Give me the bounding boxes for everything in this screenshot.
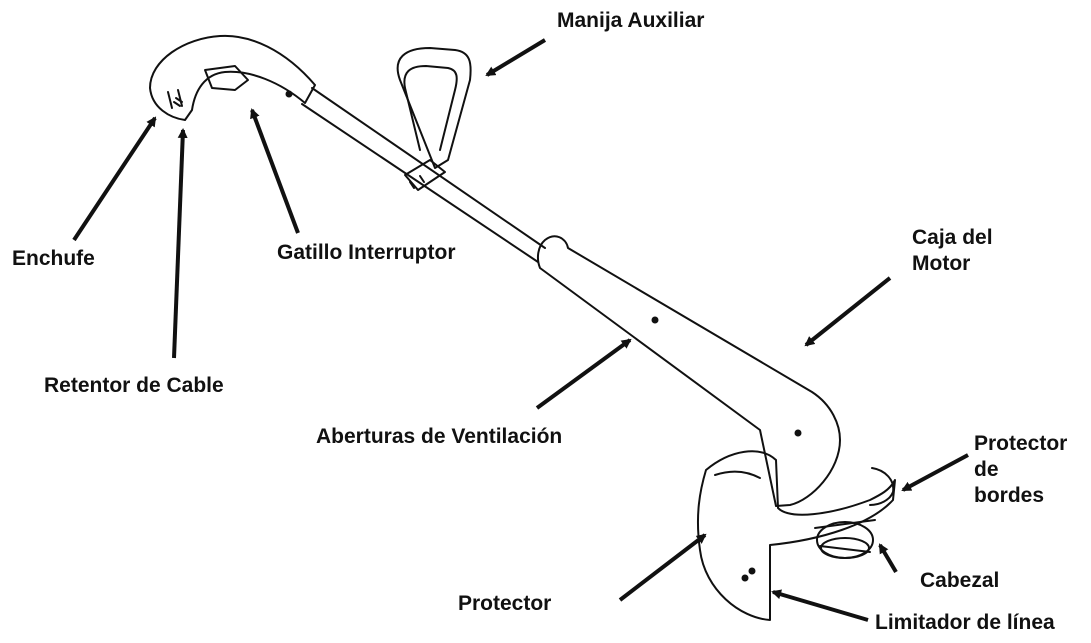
arrow-cabezal (878, 543, 898, 574)
label-gatillo-interruptor: Gatillo Interruptor (277, 241, 456, 264)
switch-trigger (204, 65, 249, 91)
label-manija-auxiliar: Manija Auxiliar (557, 9, 705, 32)
label-protector-de-bordes: Protector de bordes (974, 431, 1067, 509)
label-enchufe: Enchufe (12, 247, 95, 270)
label-protector-de-bordes-line3: bordes (974, 484, 1045, 507)
guard (696, 450, 896, 621)
label-aberturas-de-ventilacion: Aberturas de Ventilación (316, 425, 563, 448)
label-protector-de-bordes-line1: Protector (974, 432, 1068, 455)
arrow-caja-del-motor (804, 276, 892, 347)
motor-housing (536, 235, 841, 507)
label-protector-de-bordes-line2: de (974, 458, 999, 481)
label-protector: Protector (458, 592, 552, 615)
label-caja-del-motor: Caja del Motor (912, 225, 993, 277)
arrow-protector-de-bordes (901, 453, 969, 492)
arrow-enchufe (72, 116, 157, 242)
edge-guard (869, 467, 895, 506)
arrow-protector (618, 533, 707, 602)
arrow-limitador-de-linea (771, 589, 869, 622)
auxiliary-handle (396, 47, 472, 169)
arrow-retentor-de-cable (172, 128, 188, 359)
label-limitador-de-linea: Limitador de línea (875, 611, 1055, 634)
arrow-aberturas-de-ventilacion (535, 338, 632, 410)
label-caja-del-motor-line1: Caja del (912, 226, 993, 249)
arrow-manija-auxiliar (485, 38, 547, 77)
rear-handle (149, 34, 316, 121)
label-cabezal: Cabezal (920, 569, 1000, 592)
shaft (301, 87, 546, 263)
arrow-gatillo-interruptor (250, 108, 300, 234)
label-caja-del-motor-line2: Motor (912, 252, 971, 275)
label-retentor-de-cable: Retentor de Cable (44, 374, 224, 397)
